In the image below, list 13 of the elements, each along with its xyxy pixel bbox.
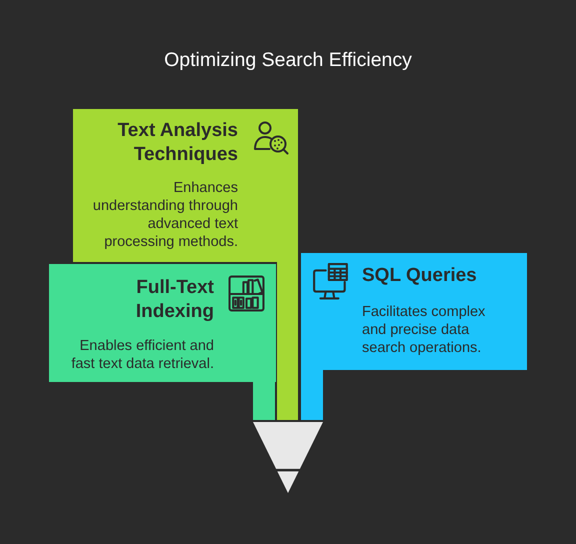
panel-description: Facilitates complex and precise data search operations.	[362, 303, 486, 357]
panel-heading: Full-Text Indexing	[134, 276, 214, 324]
panel-description: Enables efficient and fast text data retrieval.	[70, 337, 214, 373]
connector-band	[253, 382, 275, 420]
funnel-shape	[253, 422, 323, 493]
panel-description: Enhances understanding through advanced text processing methods.	[92, 179, 238, 251]
info-panel	[301, 253, 527, 370]
panel-heading: Text Analysis Techniques	[116, 119, 238, 167]
connector-band	[301, 370, 323, 420]
info-panel	[73, 109, 298, 262]
info-panel	[49, 264, 276, 382]
panel-heading: SQL Queries	[362, 264, 478, 288]
diagram-title: Optimizing Search Efficiency	[164, 49, 412, 71]
